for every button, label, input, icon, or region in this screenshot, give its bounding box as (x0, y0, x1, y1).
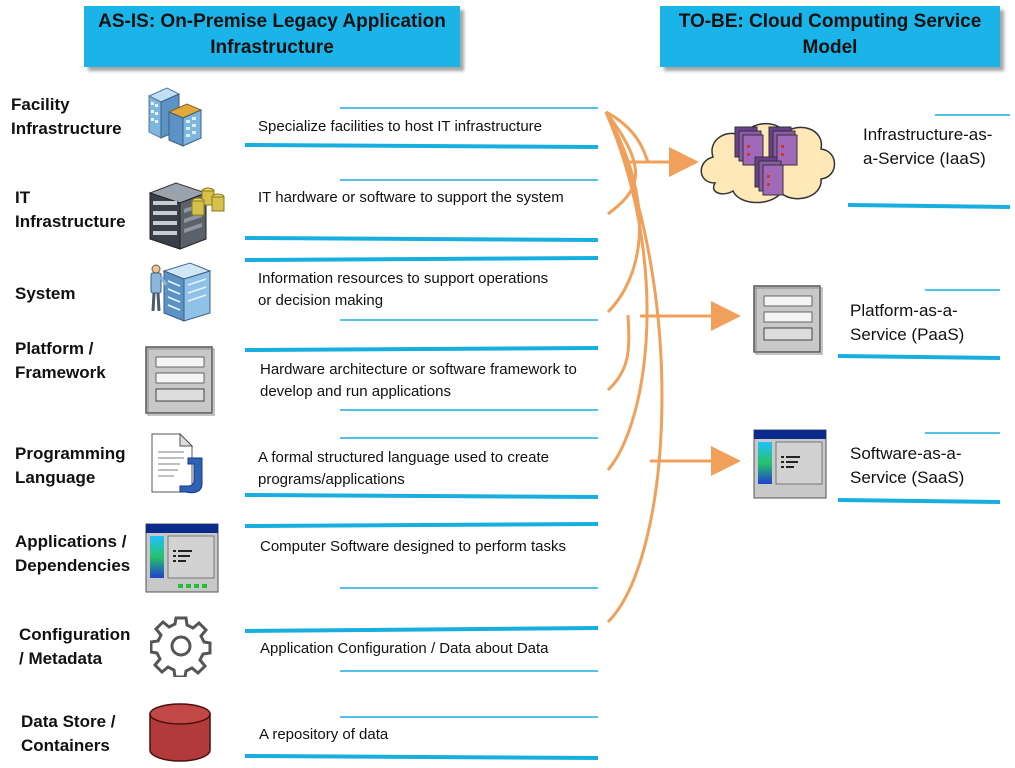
layer-description-programming-language: A formal structured language used to cre… (258, 449, 550, 488)
to-be-header: TO-BE: Cloud Computing Service Model (660, 6, 1000, 67)
service-label-paas: Platform-as-a-Service (PaaS) (850, 301, 965, 344)
cloud-servers-icon (700, 123, 836, 204)
paas-platform-window-icon (753, 285, 823, 355)
layer-label-applications: Applications / Dependencies (15, 532, 131, 575)
layer-description-it-infrastructure: IT hardware or software to support the s… (258, 189, 564, 206)
layer-label-facility: Facility Infrastructure (11, 95, 122, 138)
service-label-iaas: Infrastructure-as-a-Service (IaaS) (863, 125, 993, 168)
layer-label-programming-language: Programming Language (15, 444, 126, 487)
person-with-servers-icon (150, 262, 212, 322)
as-is-header: AS-IS: On-Premise Legacy Application Inf… (84, 6, 460, 67)
datacenter-buildings-icon (147, 87, 203, 147)
layer-description-configuration: Application Configuration / Data about D… (260, 640, 549, 657)
layer-description-system: Information resources to support operati… (258, 270, 549, 309)
database-cylinder-icon (149, 703, 211, 762)
application-window-icon (145, 523, 219, 593)
platform-window-icon (145, 346, 215, 416)
layer-label-system: System (15, 284, 76, 303)
gear-icon (150, 616, 212, 677)
to-be-header-text: TO-BE: Cloud Computing Service Model (678, 11, 982, 58)
server-rack-icon (148, 182, 225, 250)
layer-description-facility: Specialize facilities to host IT infrast… (258, 118, 543, 135)
layer-description-platform: Hardware architecture or software framew… (260, 361, 577, 400)
layer-description-applications: Computer Software designed to perform ta… (260, 538, 566, 555)
as-is-header-text: AS-IS: On-Premise Legacy Application Inf… (98, 11, 446, 58)
layer-description-data-store: A repository of data (259, 726, 389, 743)
layer-label-it-infrastructure: IT Infrastructure (15, 188, 126, 231)
layer-label-configuration: Configuration / Metadata (19, 625, 131, 668)
saas-application-window-icon (753, 429, 827, 499)
layer-label-data-store: Data Store / Containers (21, 712, 116, 755)
service-label-saas: Software-as-a-Service (SaaS) (850, 444, 965, 487)
layer-label-platform: Platform / Framework (15, 339, 106, 382)
java-document-icon (151, 432, 203, 494)
